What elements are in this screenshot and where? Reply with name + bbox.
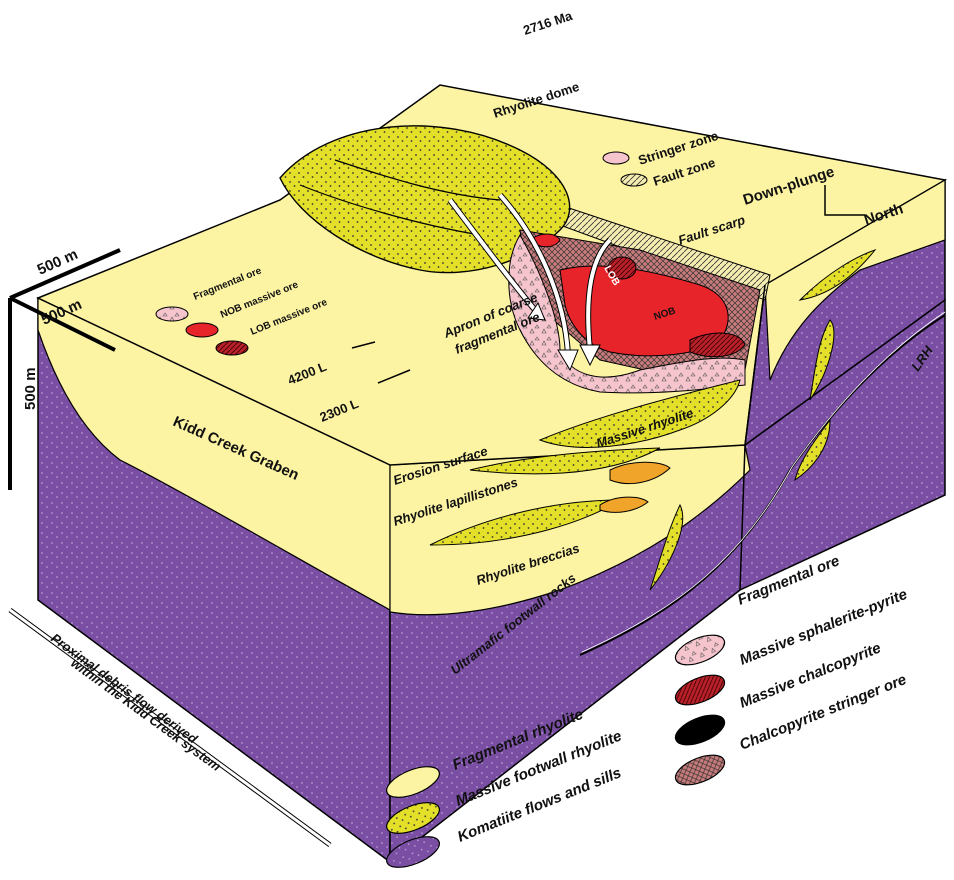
legend-massive-sphalerite-swatch <box>671 669 728 711</box>
top-legend-nob-swatch <box>186 323 218 337</box>
legend-stringer-ore-swatch <box>671 749 728 791</box>
age-label: 2716 Ma <box>521 8 574 38</box>
top-legend-fragmental-swatch <box>156 307 188 321</box>
legend-stringer-ore-label: Chalcopyrite stringer ore <box>737 671 909 754</box>
scale-vertical-label: 500 m <box>22 367 39 410</box>
stringer-zone-swatch <box>603 152 629 164</box>
top-legend-lob-swatch <box>216 341 248 355</box>
legend-massive-chalcopyrite-swatch <box>671 709 728 751</box>
fault-zone-swatch <box>621 174 647 186</box>
scale-top-label: 500 m <box>35 246 81 279</box>
